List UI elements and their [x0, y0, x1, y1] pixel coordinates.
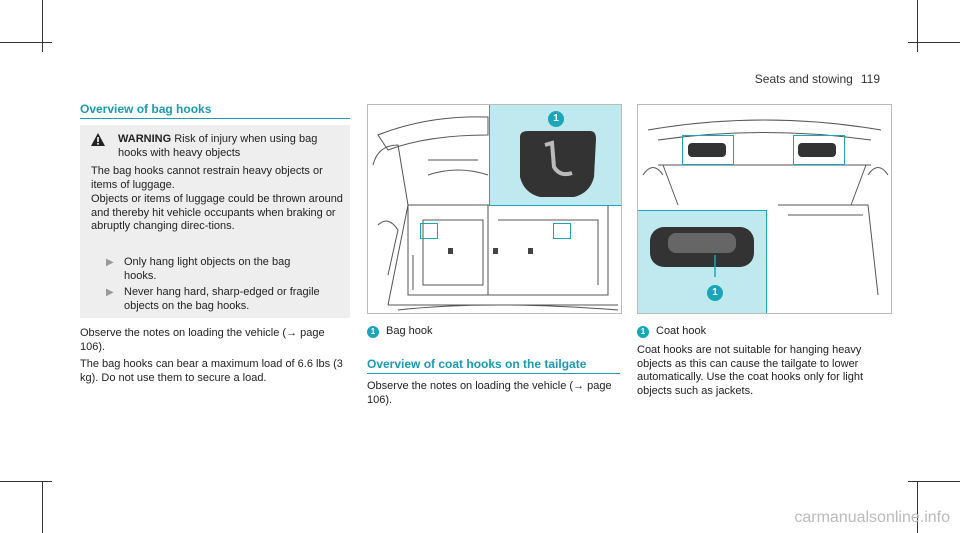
tailgate-drawing: [642, 119, 889, 296]
coat-hook-caption: Coat hook: [656, 325, 707, 337]
crop-mark: [917, 481, 918, 533]
watermark: carmanualsonline.info: [794, 509, 950, 526]
hook-highlight-left: [420, 223, 438, 239]
crop-mark: [917, 0, 918, 52]
load-limit-text: The bag hooks can bear a maximum load of…: [80, 358, 343, 384]
warning-text-2: Objects or items of luggage could be thr…: [91, 193, 343, 232]
coat-hook-detail-inset: 1: [638, 210, 767, 313]
crop-mark: [42, 481, 43, 533]
hook-highlight-right: [553, 223, 571, 239]
caption-callout: 1: [367, 326, 379, 338]
warning-text-1: The bag hooks cannot restrain heavy obje…: [91, 165, 323, 191]
bag-hook-detail-drawing: [520, 131, 596, 197]
warning-triangle-icon: [91, 133, 105, 146]
page-number: 119: [860, 72, 880, 86]
hook-highlight-left: [682, 135, 734, 165]
warning-box: [80, 125, 350, 318]
crop-mark: [0, 42, 52, 43]
bullet-arrow-icon: ▶: [106, 287, 114, 298]
callout-1: 1: [548, 111, 564, 127]
coat-hook-detail-drawing: [650, 227, 754, 277]
bag-hooks-heading: Overview of bag hooks: [80, 102, 212, 116]
bag-hooks-illustration: 1: [367, 104, 622, 314]
caption-callout: 1: [637, 326, 649, 338]
coat-hooks-illustration: 1: [637, 104, 892, 314]
observe-notes-text: Observe the notes on loading the vehicle…: [80, 327, 325, 353]
crop-mark: [0, 481, 52, 482]
crop-mark: [908, 42, 960, 43]
heading-rule: [80, 118, 350, 119]
bullet-arrow-icon: ▶: [106, 257, 114, 268]
trunk-drawing: [372, 116, 619, 311]
coat-hook-text: Coat hooks are not suitable for hanging …: [637, 344, 864, 397]
warning-bullet-1: Only hang light objects on the bag hooks…: [124, 256, 291, 282]
warning-header: WARNING Risk of injury when using bag ho…: [118, 132, 344, 160]
crop-mark: [42, 0, 43, 52]
bag-hook-caption: Bag hook: [386, 325, 433, 337]
warning-subtitle: Risk of injury when using bag hooks with…: [118, 133, 318, 159]
bag-hook-detail-inset: 1: [489, 105, 621, 206]
hook-highlight-right: [793, 135, 845, 165]
callout-1: 1: [707, 285, 723, 301]
running-header: Seats and stowing 119: [755, 72, 880, 86]
section-title: Seats and stowing: [754, 72, 853, 86]
heading-rule: [367, 373, 620, 374]
observe-notes-text: Observe the notes on loading the vehicle…: [367, 380, 612, 406]
warning-title: WARNING: [118, 133, 172, 145]
warning-bullet-2: Never hang hard, sharp-edged or fragile …: [124, 286, 320, 312]
crop-mark: [908, 481, 960, 482]
coat-hooks-heading: Overview of coat hooks on the tailgate: [367, 357, 587, 371]
